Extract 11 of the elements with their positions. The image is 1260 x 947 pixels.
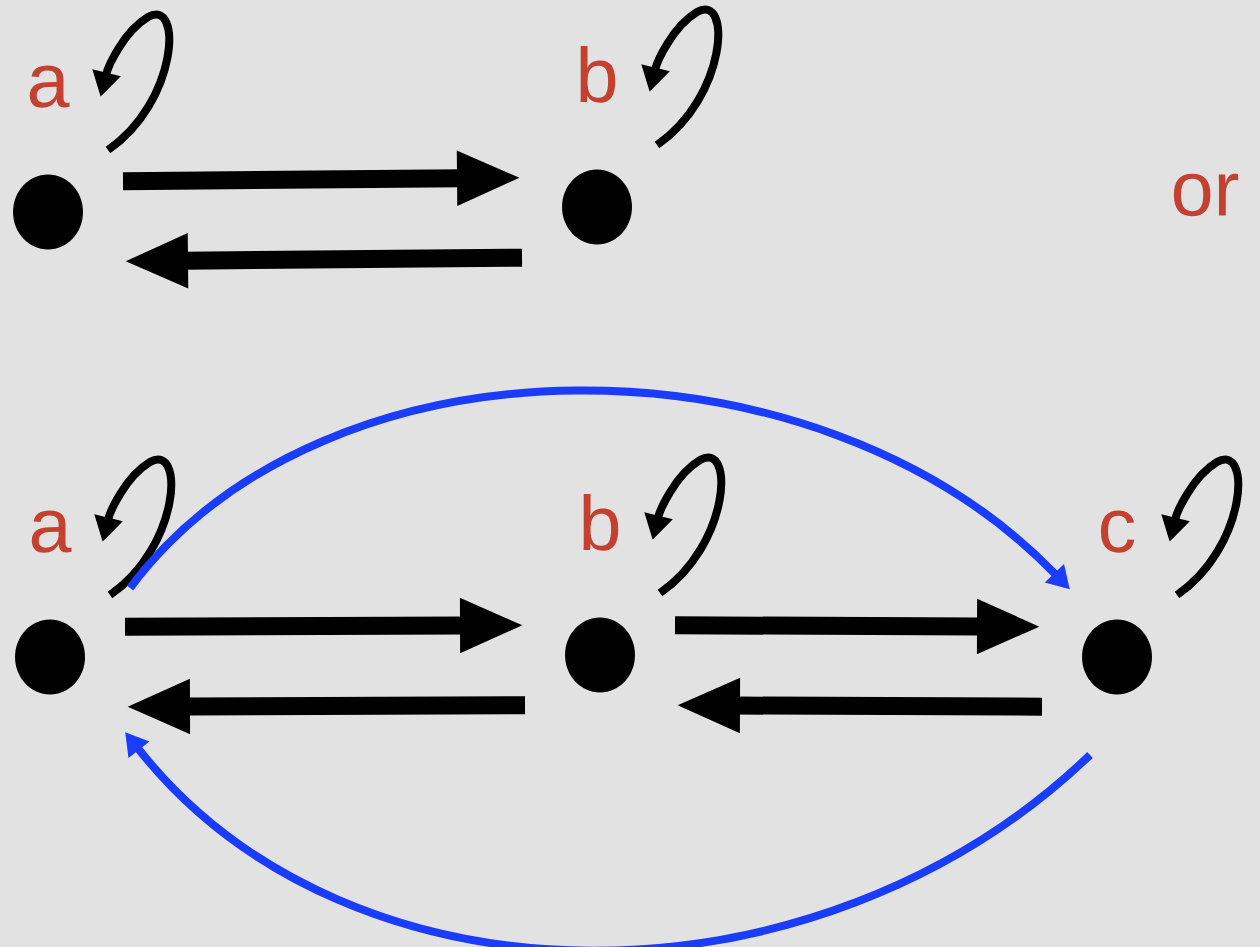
dot: [1082, 619, 1152, 695]
dot: [562, 169, 632, 245]
node-label: c: [1100, 510, 1135, 553]
text-label: or: [1173, 173, 1239, 217]
dot: [13, 174, 83, 250]
dot: [15, 619, 85, 695]
node-label: b: [583, 493, 619, 551]
node-label: a: [29, 65, 70, 108]
dot: [565, 617, 635, 693]
node-label: a: [31, 510, 72, 553]
node-label: b: [580, 45, 616, 103]
